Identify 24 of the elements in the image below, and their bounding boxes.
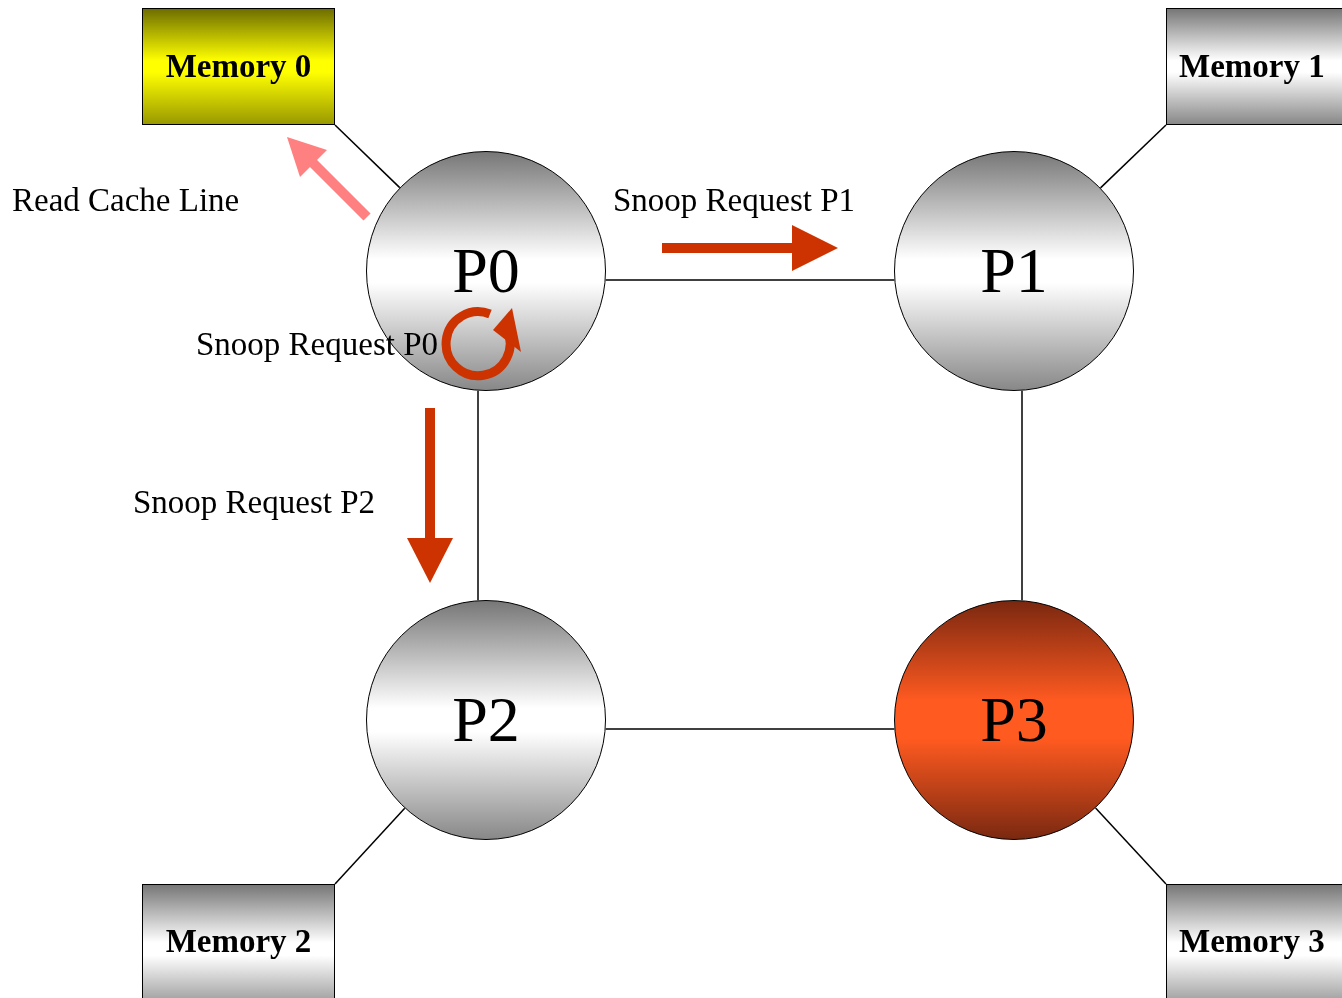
processor-label: P2 <box>452 683 520 757</box>
memory-label: Memory 1 <box>1179 48 1325 85</box>
memory-box <box>142 8 335 125</box>
processor-label: P3 <box>980 683 1048 757</box>
memory-label: Memory 2 <box>165 923 312 960</box>
connector-line <box>477 390 479 601</box>
connector-line <box>1094 807 1167 885</box>
connector-line <box>1021 390 1023 601</box>
message-label: Read Cache Line <box>12 182 240 219</box>
message-label: Snoop Request P2 <box>133 484 376 521</box>
processor-label: P0 <box>452 234 520 308</box>
connector-line <box>334 124 401 189</box>
message-label: Snoop Request P0 <box>195 326 438 363</box>
processor-label: P1 <box>980 234 1048 308</box>
connector-line <box>334 807 406 885</box>
memory-label: Memory 0 <box>165 48 312 85</box>
memory-label: Memory 3 <box>1179 923 1325 960</box>
memory-box <box>1166 884 1342 998</box>
memory-box <box>142 884 335 998</box>
connector-line <box>604 728 896 730</box>
message-label: Snoop Request P1 <box>613 182 856 219</box>
memory-box <box>1166 8 1342 125</box>
connector-line <box>1099 124 1167 189</box>
connector-line <box>604 279 896 281</box>
